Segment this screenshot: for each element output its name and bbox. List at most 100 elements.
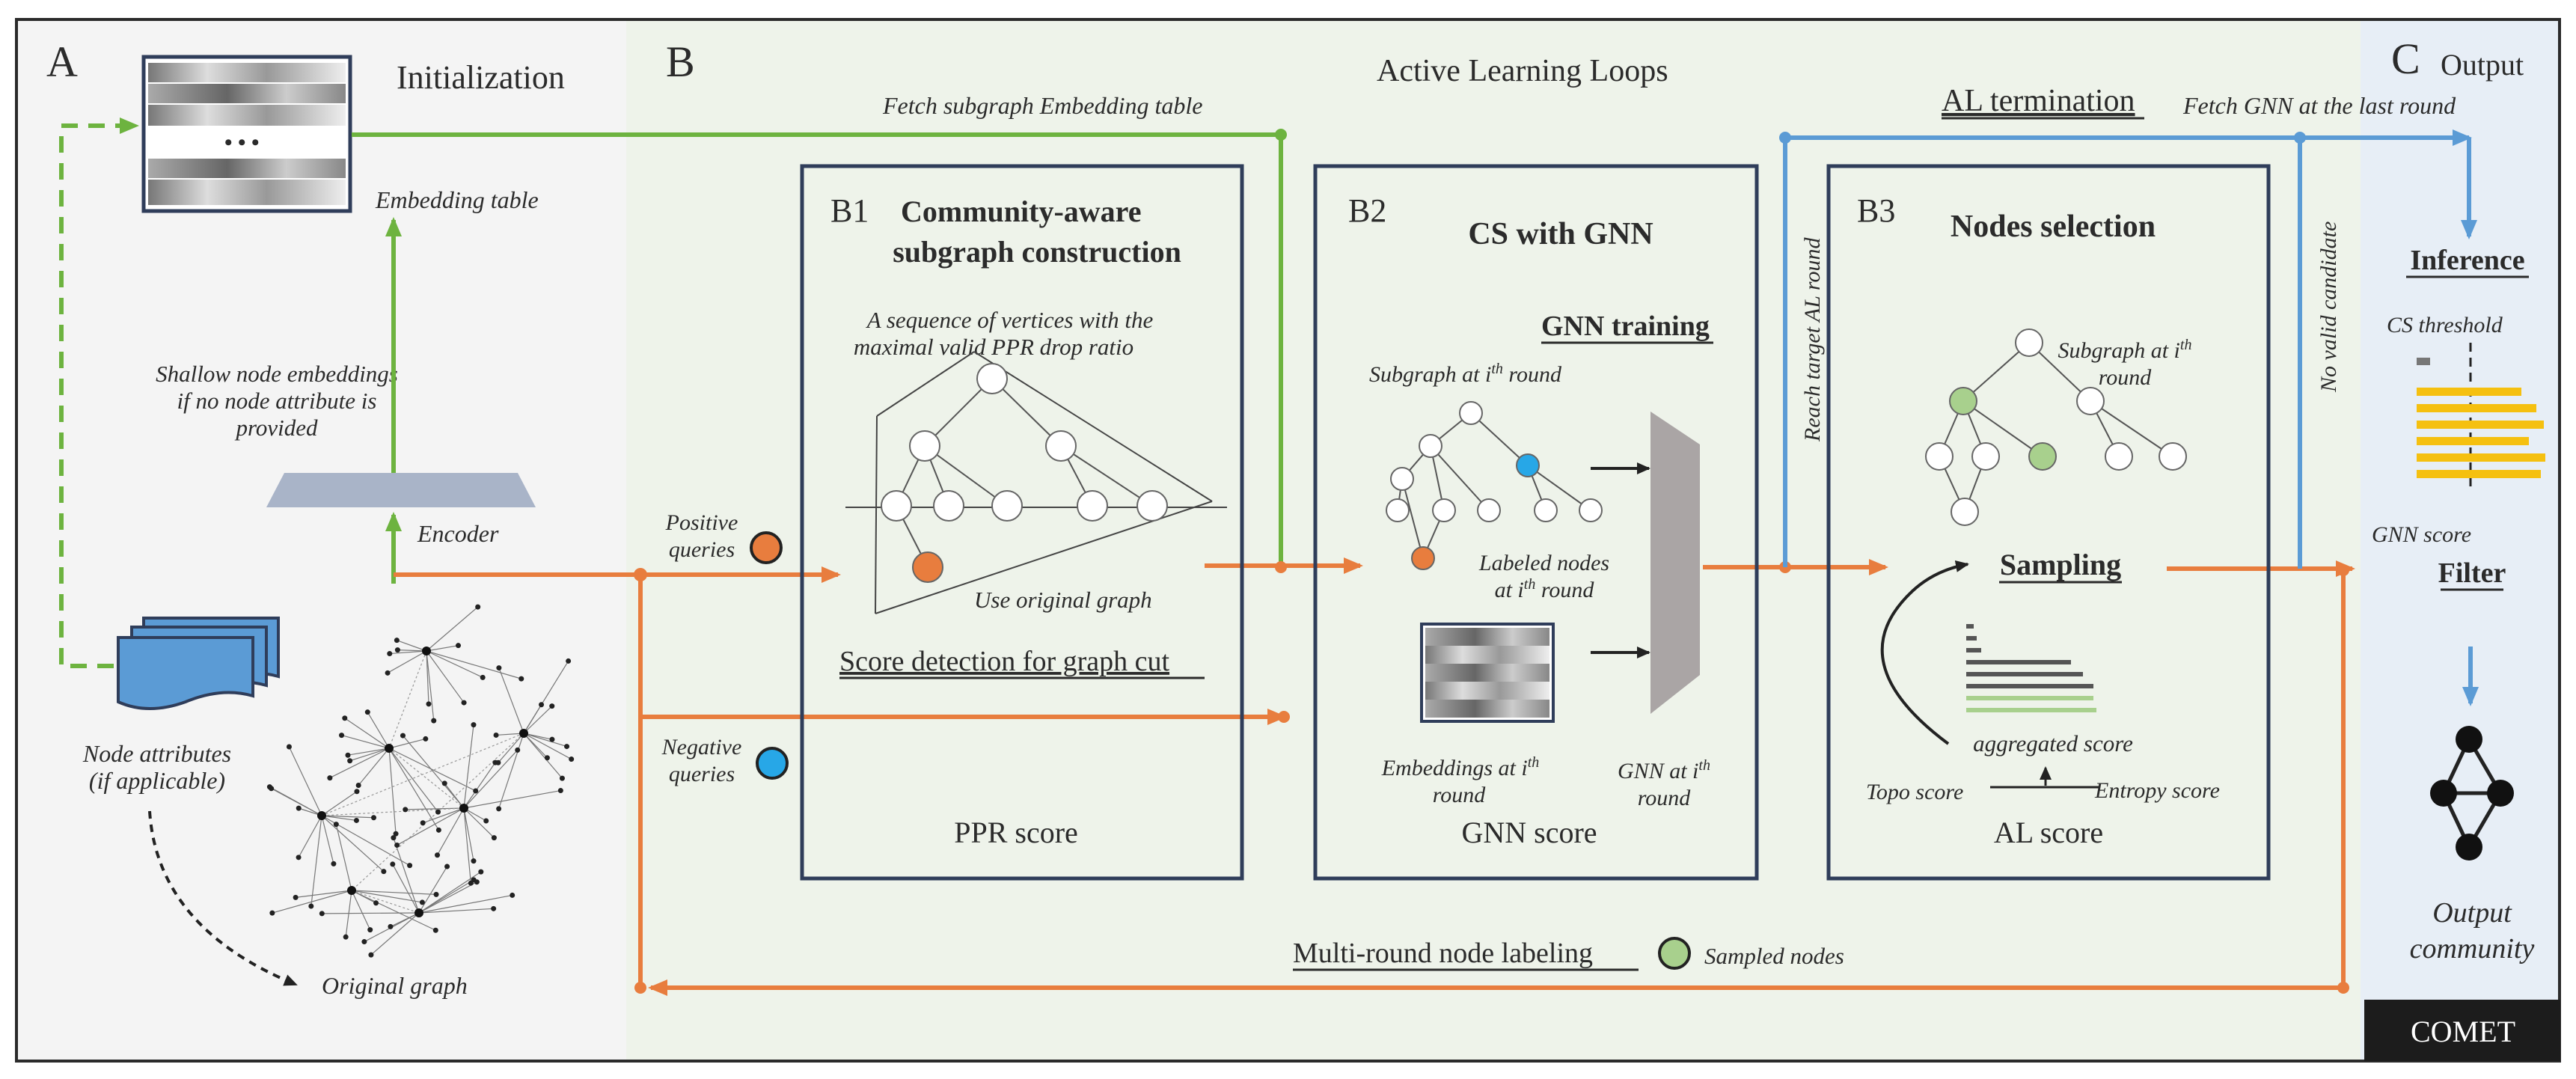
orig-graph-edge	[498, 733, 524, 763]
orig-graph-hub	[519, 729, 528, 738]
orig-graph-edge	[498, 667, 524, 734]
orig-graph-edge	[392, 863, 420, 914]
b1-tree-edge	[924, 378, 993, 447]
orig-graph-node	[371, 815, 377, 821]
b1-subgraph-tree	[845, 351, 1227, 614]
orig-graph-node	[444, 863, 450, 869]
orig-graph-node	[385, 670, 391, 676]
b1-frame-line	[876, 351, 975, 417]
b2-tree-node	[1516, 453, 1540, 477]
b1-tree-edge	[924, 445, 1008, 507]
orig-graph-node	[569, 756, 575, 762]
node-attributes-line2: (if applicable)	[89, 767, 225, 794]
orig-graph-node	[510, 892, 515, 898]
orig-graph-edge	[335, 824, 352, 891]
orig-graph-node	[441, 780, 447, 786]
inference-score-bar	[2417, 388, 2521, 396]
b1-tree-node	[881, 490, 912, 522]
orig-graph-node	[471, 858, 477, 864]
orig-graph-node	[420, 820, 426, 826]
sampled-node-legend	[1658, 937, 1691, 970]
b2-labeled-nodes-line1: Labeled nodes	[1478, 551, 1609, 575]
orig-graph-node	[435, 852, 441, 858]
embedding-table-icon	[141, 55, 352, 213]
orange-junction-bottom-right	[2337, 982, 2349, 994]
orig-graph-edge	[388, 738, 426, 749]
orig-graph-node	[339, 733, 345, 739]
orig-graph-node	[493, 732, 499, 738]
cs-threshold-label: CS threshold	[2387, 313, 2503, 337]
positive-queries-line1: Positive	[665, 510, 738, 535]
orig-graph-edge	[388, 748, 476, 792]
b1-tree-node	[912, 551, 943, 583]
b3-tree-node	[2159, 442, 2187, 471]
b1-tree-node	[1077, 490, 1108, 522]
inference-score-bar	[2417, 453, 2545, 462]
orig-graph-node	[478, 869, 484, 875]
orig-graph-node	[293, 894, 299, 900]
outer-frame	[15, 18, 2561, 1063]
b3-subgraph-line1: Subgraph at ith	[2058, 337, 2192, 363]
shallow-note-line2: if no node attribute is	[177, 388, 377, 414]
orig-graph-edge	[347, 748, 390, 756]
orig-graph-edge	[463, 807, 495, 839]
orig-graph-edge	[272, 890, 352, 914]
orig-graph-node	[390, 861, 396, 867]
orig-graph-node	[432, 927, 438, 933]
orig-graph-edge	[387, 650, 427, 673]
b3-score-bar	[1966, 624, 1974, 629]
orig-graph-node	[557, 788, 563, 794]
orig-graph-node	[327, 775, 333, 781]
orig-graph-hub	[422, 647, 431, 655]
orig-graph-edge	[296, 890, 352, 898]
b3-loop-arrow	[1880, 560, 1969, 745]
orig-graph-hub	[414, 908, 423, 917]
orig-graph-edge	[418, 871, 482, 914]
encoder-shape	[266, 473, 536, 507]
b3-tree-node	[2076, 387, 2105, 415]
orig-graph-edge	[426, 606, 479, 652]
orig-graph-edge	[389, 650, 427, 655]
b3-subgraph-line2: round	[2099, 365, 2153, 390]
orig-graph-edge	[388, 748, 439, 831]
orig-graph-node	[544, 755, 550, 761]
orig-graph-edge	[463, 807, 474, 861]
panel-a-title: Initialization	[397, 59, 565, 96]
orig-graph-node	[400, 733, 406, 739]
fetch-gnn-label: Fetch GNN at the last round	[2182, 92, 2456, 119]
orig-graph-edge	[426, 650, 465, 703]
filter-label: Filter	[2438, 557, 2506, 589]
negative-query-node	[756, 747, 789, 780]
inference-score-bar	[2417, 470, 2541, 478]
orig-graph-node	[343, 934, 349, 940]
orig-graph-edge	[426, 650, 429, 704]
b2-title: CS with GNN	[1468, 217, 1653, 251]
b2-id: B2	[1348, 192, 1386, 229]
b1-tree-node	[991, 490, 1023, 522]
b1-frame-line	[875, 415, 878, 614]
shallow-note-line3: provided	[234, 415, 318, 441]
panel-c-background	[2361, 19, 2560, 1061]
orig-graph-node	[423, 736, 429, 742]
orig-graph-edge	[269, 786, 322, 816]
orig-graph-node	[368, 952, 374, 958]
orig-graph-edge	[523, 733, 567, 748]
orig-graph-node	[393, 831, 399, 837]
b2-tree-edge	[1470, 412, 1529, 466]
blue-junction-left	[1779, 132, 1791, 144]
orange-junction-neg	[1278, 711, 1290, 723]
orig-graph-node	[473, 788, 479, 794]
fetch-subgraph-label: Fetch subgraph Embedding table	[882, 92, 1202, 119]
b1-tree-node	[909, 430, 940, 462]
attributes-to-table-dashed-arrow	[59, 117, 139, 668]
b3-subgraph-tree	[1925, 328, 2187, 526]
orig-graph-edge	[351, 890, 436, 931]
orig-graph-edge	[418, 894, 513, 914]
b3-score-bar	[1966, 660, 2071, 664]
orig-graph-edge	[298, 815, 322, 858]
orig-graph-node	[394, 638, 400, 644]
orig-graph-node	[266, 784, 272, 790]
orig-graph-edge	[322, 912, 420, 914]
b1-box	[800, 164, 1244, 881]
orig-graph-hub	[459, 804, 468, 813]
